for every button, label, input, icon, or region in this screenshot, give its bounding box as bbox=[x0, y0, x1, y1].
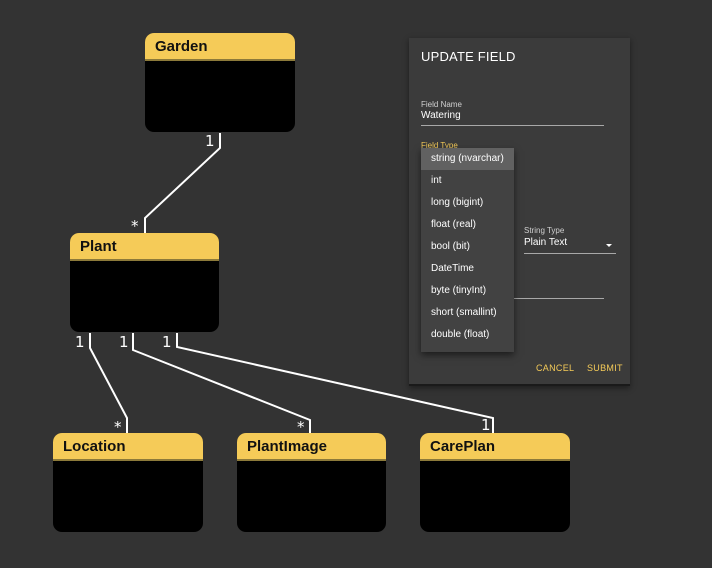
dropdown-option-bool[interactable]: bool (bit) bbox=[431, 241, 470, 252]
multiplicity-plant-plantimage-target: * bbox=[297, 418, 305, 436]
connector-plant-careplan bbox=[176, 333, 494, 434]
multiplicity-garden-plant-target: * bbox=[131, 217, 139, 235]
multiplicity-plant-location-target: * bbox=[114, 418, 122, 436]
field-type-dropdown-menu: string (nvarchar) int long (bigint) floa… bbox=[421, 148, 514, 352]
entity-plantimage-title: PlantImage bbox=[237, 433, 386, 461]
connector-plant-location bbox=[89, 333, 128, 434]
chevron-down-icon[interactable] bbox=[606, 244, 612, 247]
connector-plant-plantimage bbox=[132, 333, 311, 434]
field-name-underline bbox=[421, 125, 604, 126]
dropdown-option-string[interactable]: string (nvarchar) bbox=[421, 148, 514, 170]
dropdown-option-float[interactable]: float (real) bbox=[431, 219, 477, 230]
dropdown-option-long[interactable]: long (bigint) bbox=[431, 197, 484, 208]
dialog-title: UPDATE FIELD bbox=[421, 49, 516, 64]
dropdown-option-double[interactable]: double (float) bbox=[431, 329, 490, 340]
multiplicity-garden-plant-source: 1 bbox=[205, 132, 215, 150]
field-name-input[interactable]: Watering bbox=[421, 110, 461, 121]
entity-garden[interactable]: Garden bbox=[145, 33, 295, 132]
multiplicity-plant-location-source: 1 bbox=[75, 333, 85, 351]
cancel-button[interactable]: CANCEL bbox=[536, 363, 575, 373]
field-input-underline bbox=[513, 298, 604, 299]
multiplicity-plant-careplan-source: 1 bbox=[162, 333, 172, 351]
dropdown-option-byte[interactable]: byte (tinyInt) bbox=[431, 285, 487, 296]
entity-location-title: Location bbox=[53, 433, 203, 461]
connector-garden-plant bbox=[144, 133, 221, 234]
multiplicity-plant-careplan-target: 1 bbox=[481, 416, 491, 434]
field-name-label: Field Name bbox=[421, 100, 462, 109]
entity-careplan[interactable]: CarePlan bbox=[420, 433, 570, 532]
submit-button[interactable]: SUBMIT bbox=[587, 363, 623, 373]
entity-plantimage[interactable]: PlantImage bbox=[237, 433, 386, 532]
string-type-select[interactable]: Plain Text bbox=[524, 237, 568, 248]
multiplicity-plant-plantimage-source: 1 bbox=[119, 333, 129, 351]
dropdown-option-datetime[interactable]: DateTime bbox=[431, 263, 474, 274]
string-type-label: String Type bbox=[524, 226, 565, 235]
entity-careplan-title: CarePlan bbox=[420, 433, 570, 461]
entity-plant-title: Plant bbox=[70, 233, 219, 261]
field-type-label: Field Type bbox=[421, 141, 458, 150]
entity-plant[interactable]: Plant bbox=[70, 233, 219, 332]
dropdown-option-short[interactable]: short (smallint) bbox=[431, 307, 497, 318]
entity-garden-title: Garden bbox=[145, 33, 295, 61]
entity-location[interactable]: Location bbox=[53, 433, 203, 532]
dropdown-option-int[interactable]: int bbox=[431, 175, 442, 186]
string-type-underline bbox=[524, 253, 616, 254]
